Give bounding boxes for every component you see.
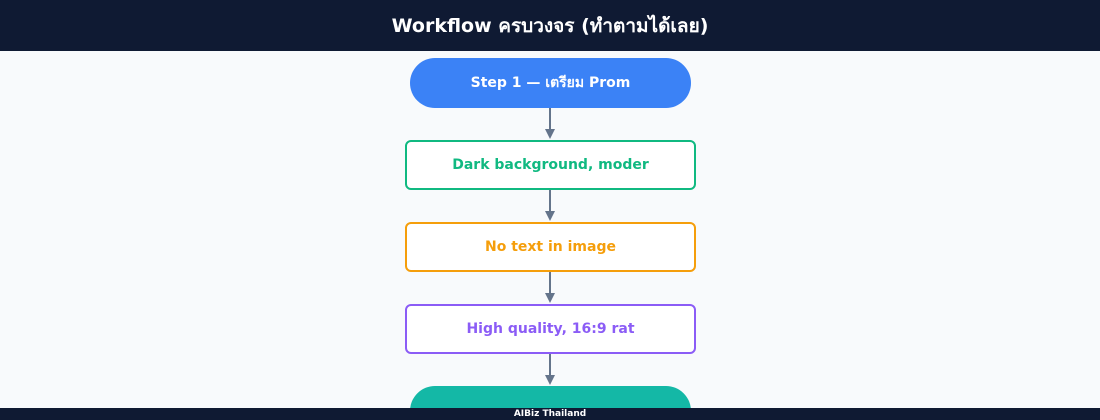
arrow-head	[545, 375, 555, 385]
step-1-node: Step 1 — เตรียม Prom	[410, 58, 691, 108]
arrow-head	[545, 293, 555, 303]
step-1-label: Step 1 — เตรียม Prom	[470, 75, 631, 91]
footer-brand: AIBiz Thailand	[513, 409, 587, 419]
step-4-node: High quality, 16:9 rat	[405, 304, 696, 354]
step-4-label: High quality, 16:9 rat	[466, 321, 635, 337]
step-5-node	[410, 386, 691, 408]
step-3-label: No text in image	[485, 239, 616, 255]
footer-bar: AIBiz Thailand	[0, 408, 1100, 420]
arrow-head	[545, 129, 555, 139]
arrow-head	[545, 211, 555, 221]
step-2-node: Dark background, moder	[405, 140, 696, 190]
diagram-title: Workflow ครบวงจร (ทำตามได้เลย)	[391, 14, 709, 37]
flowchart: Step 1 — เตรียม Prom Dark background, mo…	[0, 51, 1100, 408]
step-2-label: Dark background, moder	[452, 157, 649, 173]
diagram-header: Workflow ครบวงจร (ทำตามได้เลย)	[0, 0, 1100, 51]
step-3-node: No text in image	[405, 222, 696, 272]
connector-layer	[545, 108, 555, 385]
